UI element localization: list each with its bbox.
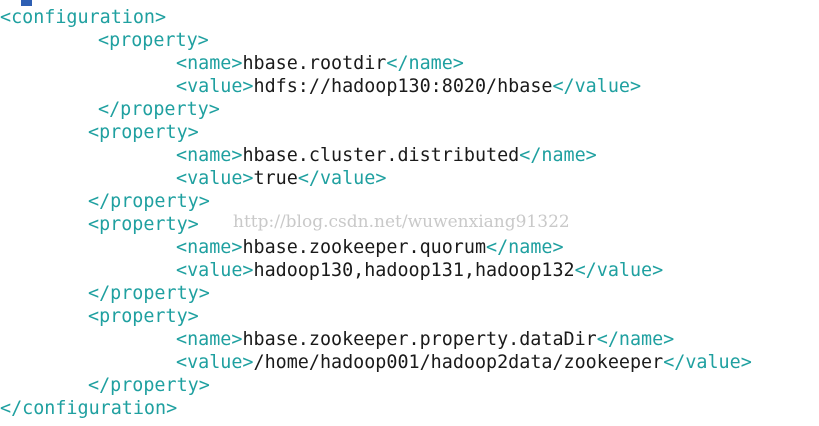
xml-open-tag: </property> — [98, 99, 220, 120]
code-line[interactable]: <name>hbase.cluster.distributed</name> — [176, 144, 597, 167]
code-line[interactable]: <value>true</value> — [176, 167, 386, 190]
xml-open-tag: </property> — [88, 191, 210, 212]
xml-editor[interactable]: <configuration> <property> <name>hbase.r… — [0, 6, 819, 426]
xml-open-tag: <name> — [176, 53, 243, 74]
xml-open-tag: <property> — [88, 122, 199, 143]
xml-text: /home/hadoop001/hadoop2data/zookeeper — [253, 352, 664, 373]
xml-text: true — [253, 168, 298, 189]
xml-open-tag: </property> — [88, 283, 210, 304]
xml-open-tag: <value> — [176, 76, 254, 97]
code-line[interactable]: <property> — [88, 121, 199, 144]
code-line[interactable]: <name>hbase.rootdir</name> — [176, 52, 464, 75]
code-line[interactable]: <configuration> — [0, 6, 166, 29]
xml-text: hdfs://hadoop130:8020/hbase — [253, 76, 553, 97]
watermark-text: http://blog.csdn.net/wuwenxiang91322 — [233, 212, 570, 232]
xml-text: hbase.rootdir — [242, 53, 387, 74]
xml-open-tag: <configuration> — [0, 7, 167, 28]
xml-text: hbase.zookeeper.quorum — [242, 237, 487, 258]
xml-close-tag: </name> — [519, 145, 597, 166]
xml-close-tag: </value> — [574, 260, 664, 281]
code-line[interactable]: </property> — [88, 374, 210, 397]
xml-open-tag: <value> — [176, 352, 254, 373]
xml-open-tag: </property> — [88, 375, 210, 396]
xml-text: hadoop130,hadoop131,hadoop132 — [253, 260, 575, 281]
xml-close-tag: </value> — [552, 76, 642, 97]
code-line[interactable]: <name>hbase.zookeeper.property.dataDir</… — [176, 328, 674, 351]
xml-close-tag: </name> — [386, 53, 464, 74]
xml-close-tag: </name> — [596, 329, 675, 350]
xml-close-tag: </value> — [663, 352, 752, 373]
code-line[interactable]: </configuration> — [0, 397, 177, 420]
xml-open-tag: <value> — [176, 260, 254, 281]
xml-close-tag: </value> — [297, 168, 387, 189]
xml-open-tag: <name> — [176, 145, 243, 166]
code-line[interactable]: <name>hbase.zookeeper.quorum</name> — [176, 236, 564, 259]
code-line[interactable]: <property> — [88, 213, 199, 236]
xml-text: hbase.zookeeper.property.dataDir — [242, 329, 597, 350]
text-cursor — [21, 0, 32, 6]
xml-text: hbase.cluster.distributed — [242, 145, 520, 166]
code-line[interactable]: </property> — [88, 190, 210, 213]
xml-close-tag: </name> — [486, 237, 564, 258]
xml-open-tag: </configuration> — [0, 398, 178, 419]
code-line[interactable]: <value>/home/hadoop001/hadoop2data/zooke… — [176, 351, 752, 374]
code-line[interactable]: </property> — [98, 98, 220, 121]
code-line[interactable]: <property> — [88, 305, 199, 328]
code-line[interactable]: <value>hdfs://hadoop130:8020/hbase</valu… — [176, 75, 641, 98]
xml-open-tag: <name> — [176, 329, 243, 350]
xml-open-tag: <value> — [176, 168, 254, 189]
xml-open-tag: <property> — [88, 214, 199, 235]
xml-open-tag: <property> — [88, 306, 199, 327]
xml-open-tag: <name> — [176, 237, 243, 258]
code-line[interactable]: <value>hadoop130,hadoop131,hadoop132</va… — [176, 259, 663, 282]
xml-open-tag: <property> — [98, 30, 209, 51]
code-line[interactable]: <property> — [98, 29, 209, 52]
code-line[interactable]: </property> — [88, 282, 210, 305]
